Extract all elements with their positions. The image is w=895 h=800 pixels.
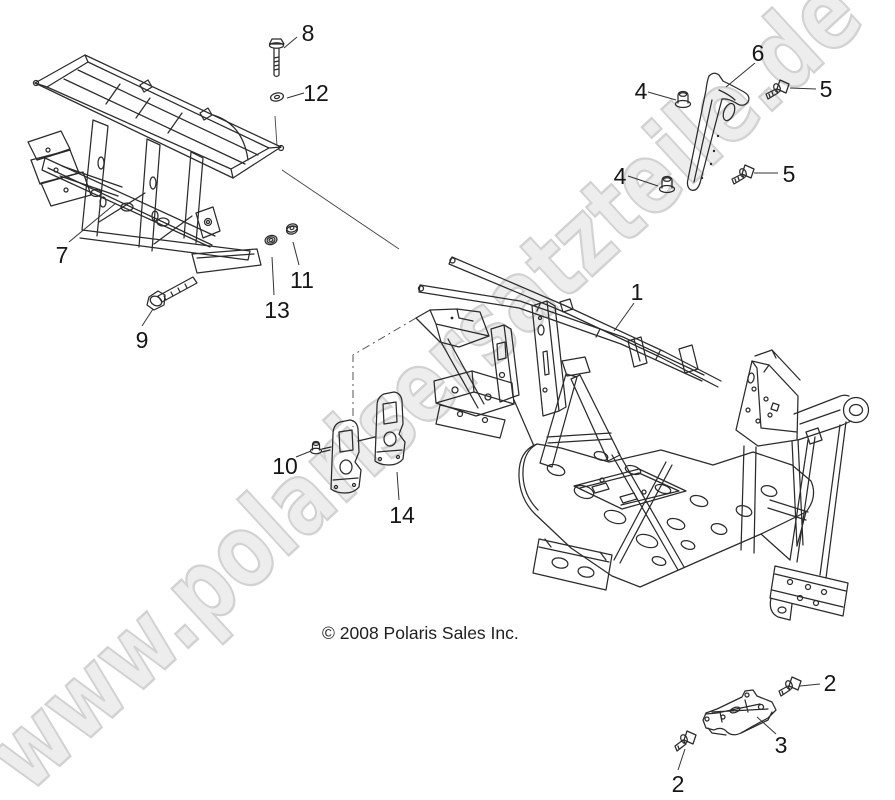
- flange-bolt-part2-left: [674, 730, 697, 752]
- flange-bolt-part2-right: [778, 676, 802, 697]
- callout-labels: 1 2 2 3 4 4 5 5 6 7 8 9 10 11 12 13 14: [56, 20, 837, 797]
- flange-nut-part4-lower: [658, 175, 676, 194]
- bolt-part9: [146, 276, 198, 311]
- bolt-axis-line: [274, 115, 278, 147]
- leader-4-lower: [627, 175, 659, 187]
- callout-ref-13: 13: [264, 297, 290, 323]
- callout-ref-1: 1: [631, 279, 644, 305]
- skid-bracket-part3: [702, 689, 777, 736]
- leader-2-right: [799, 683, 821, 687]
- long-bolt-part8: [268, 38, 285, 78]
- projection-lines: [274, 115, 417, 427]
- callout-ref-5-lower: 5: [783, 161, 796, 187]
- callout-ref-14: 14: [389, 502, 415, 528]
- leader-5-upper: [789, 87, 817, 90]
- alignment-line: [281, 169, 400, 250]
- leader-7: [68, 202, 117, 243]
- leader-11: [292, 241, 300, 266]
- mount-brackets-part14: [321, 391, 406, 494]
- leader-8: [283, 36, 298, 49]
- callout-ref-11: 11: [290, 267, 314, 293]
- callout-ref-9: 9: [136, 327, 149, 353]
- copyright-text: © 2008 Polaris Sales Inc.: [322, 623, 519, 643]
- flange-bolt-part5-upper: [765, 79, 790, 100]
- leader-10: [295, 450, 312, 458]
- leader-9: [141, 308, 154, 327]
- centerline-dashed: [352, 317, 417, 427]
- leader-1: [613, 302, 635, 332]
- front-rack-frame-assembly: [27, 54, 285, 274]
- washer-part12: [269, 92, 285, 102]
- washer-part11: [285, 223, 299, 235]
- main-frame-part1: [415, 256, 870, 621]
- flange-bolt-part5-lower: [731, 164, 755, 185]
- leader-4-upper: [647, 91, 677, 101]
- callout-ref-8: 8: [302, 20, 315, 46]
- leader-12: [286, 92, 305, 99]
- callout-ref-2-right: 2: [824, 670, 837, 696]
- callout-ref-2-left: 2: [672, 771, 685, 797]
- callout-ref-4-lower: 4: [614, 163, 627, 189]
- leader-6: [725, 62, 756, 88]
- leader-14: [396, 471, 400, 501]
- leader-lines: [68, 36, 821, 771]
- callout-ref-12: 12: [303, 80, 329, 106]
- callout-ref-7: 7: [56, 242, 69, 268]
- callout-ref-5-upper: 5: [820, 76, 833, 102]
- callout-ref-3: 3: [775, 732, 788, 758]
- callout-ref-6: 6: [752, 40, 765, 66]
- washer-part13: [264, 234, 278, 246]
- leader-2-left: [677, 748, 686, 771]
- callout-ref-4-upper: 4: [635, 78, 648, 104]
- leader-13: [271, 256, 275, 296]
- flange-nut-part4-upper: [674, 90, 692, 109]
- callout-ref-10: 10: [272, 453, 298, 479]
- leader-3: [756, 716, 777, 735]
